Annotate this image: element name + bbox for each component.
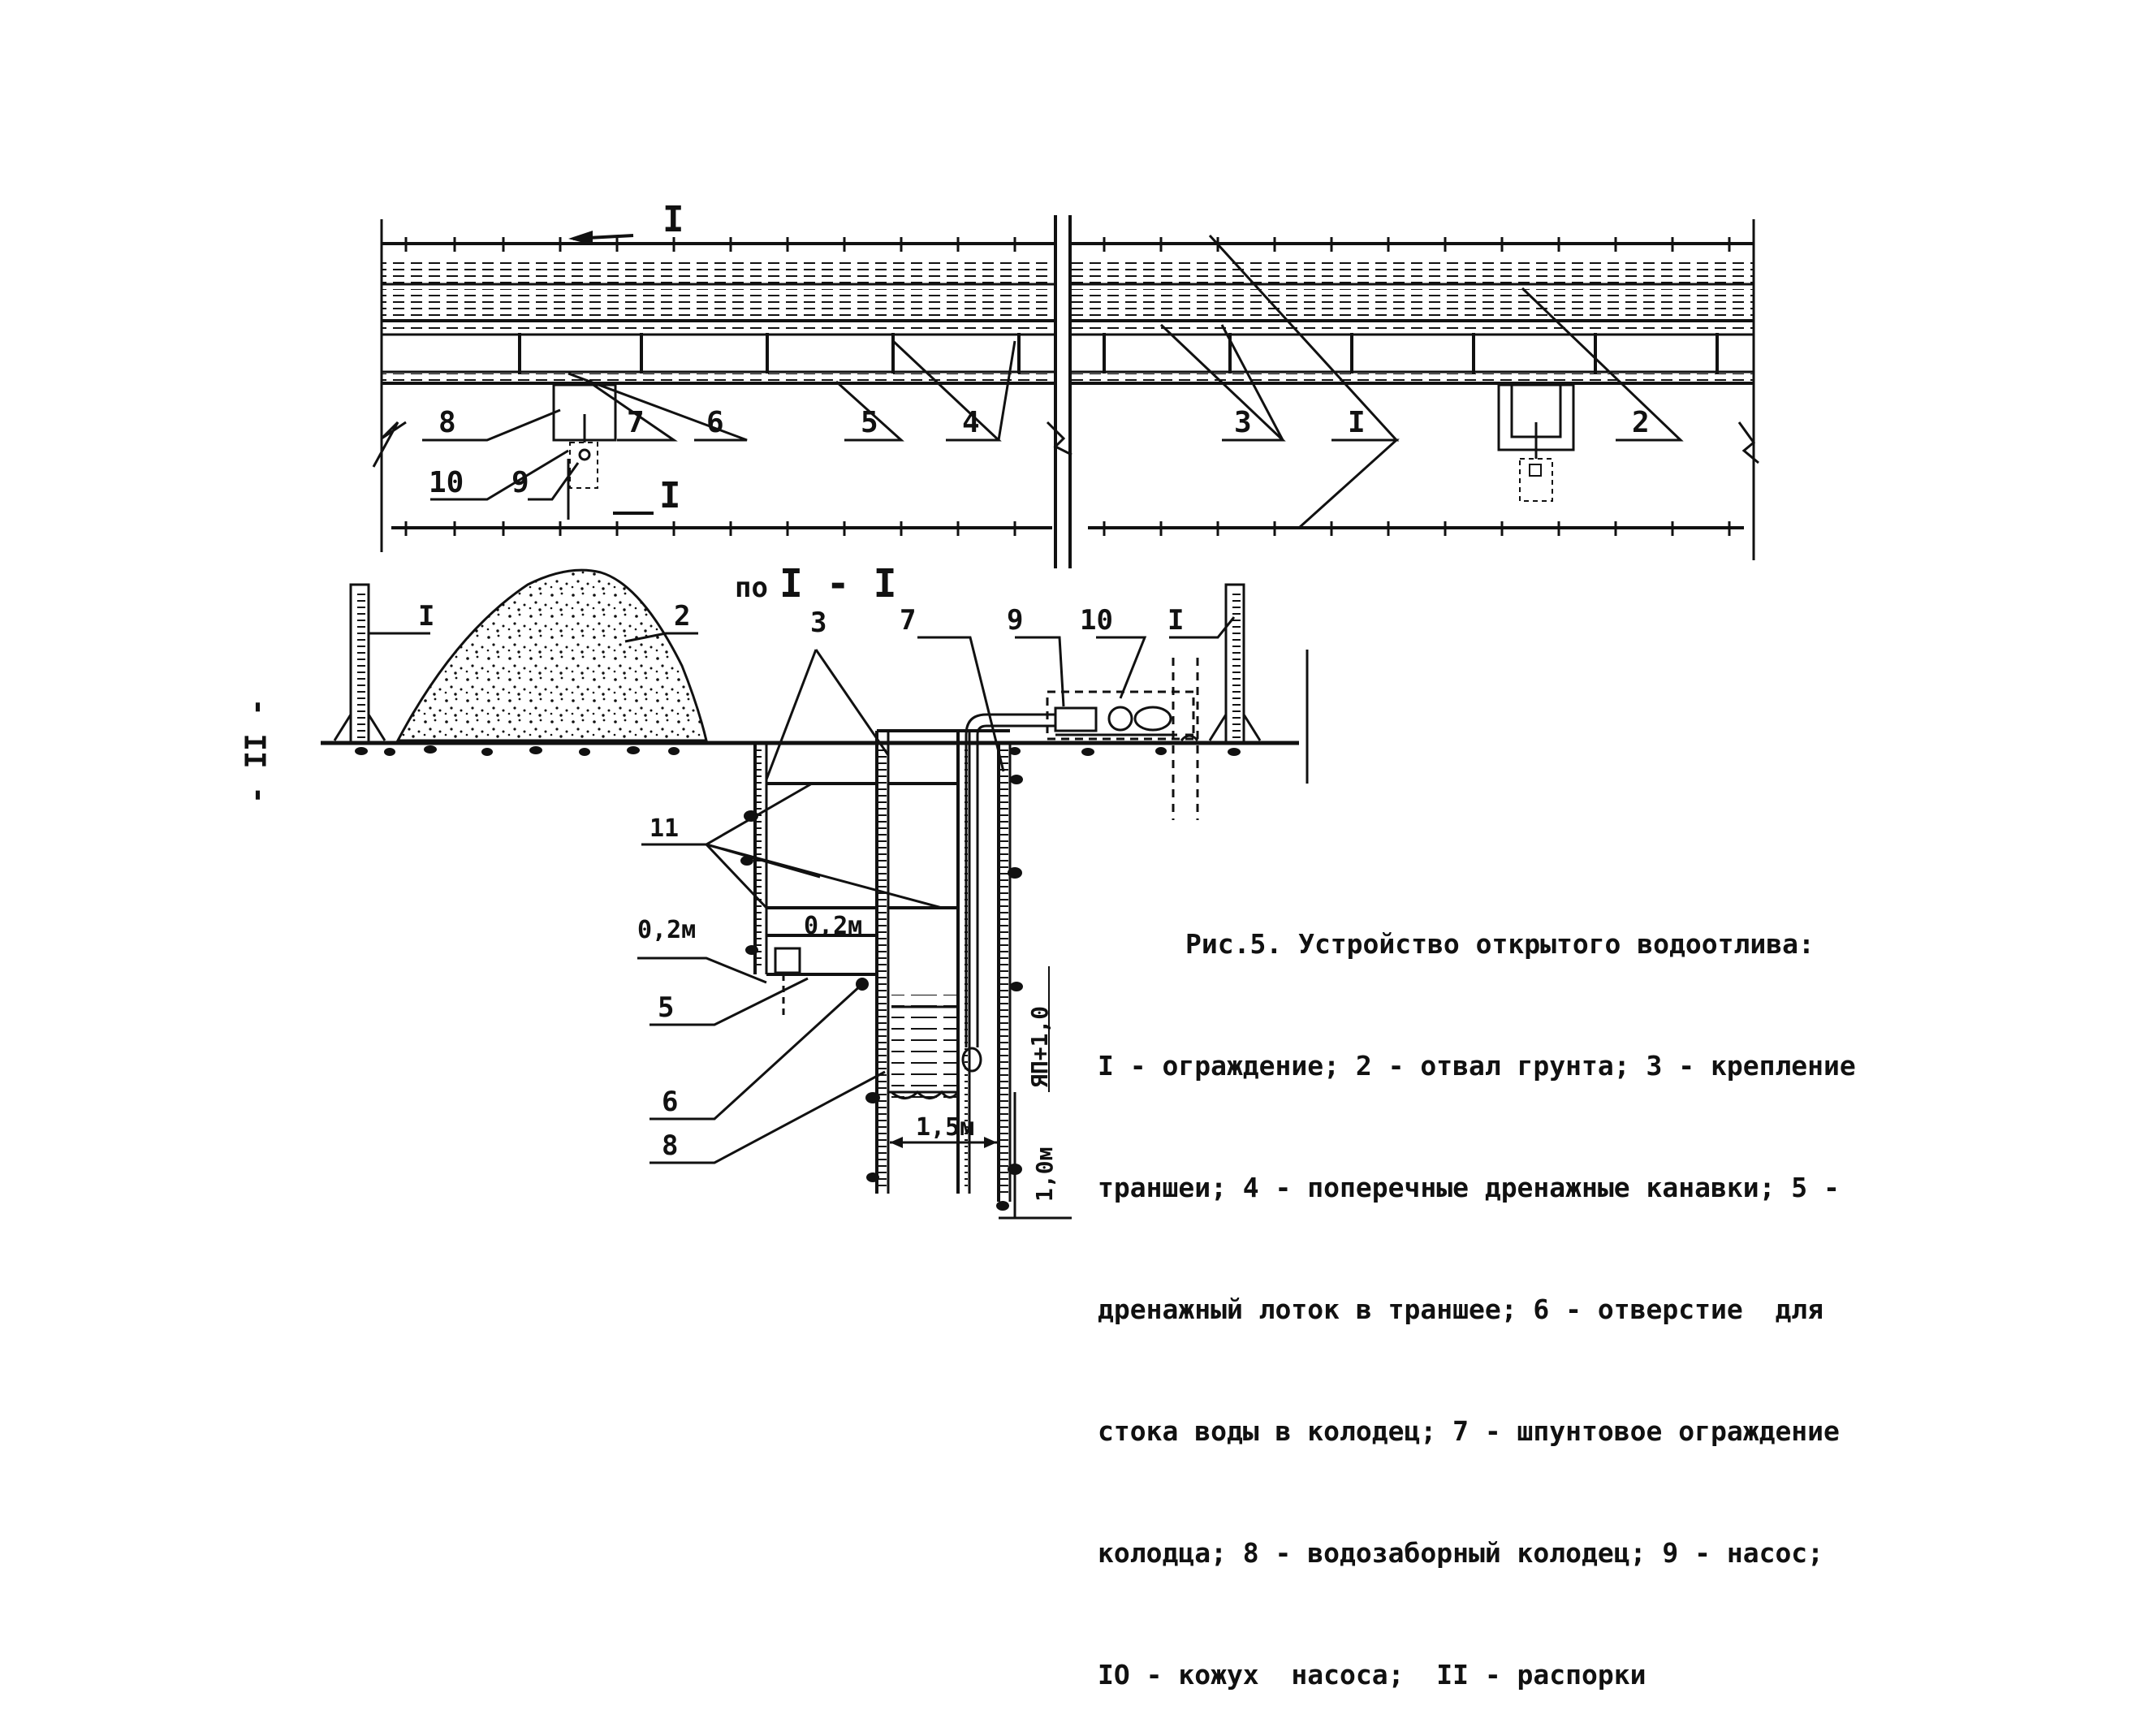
section-mark-bottom-label: I xyxy=(659,475,681,516)
page-number: - II - xyxy=(232,698,281,804)
section-title-prefix: по xyxy=(735,572,768,604)
plan-bottom-fence xyxy=(391,521,1744,536)
dimension-width: 1,5м xyxy=(890,1113,997,1148)
section-label-02-inner: 0,2м xyxy=(804,912,862,940)
section-label-fence-left: I xyxy=(418,600,434,633)
plan-shoring xyxy=(382,319,1754,385)
section-labels: I 2 3 7 9 10 I 11 0,2м 0,2м 5 6 8 xyxy=(418,600,1184,1162)
fence-post-right xyxy=(1208,583,1262,745)
plan-cross-ditches xyxy=(518,333,1719,374)
section-label-struts: 11 xyxy=(650,814,679,843)
plan-leaders xyxy=(422,234,1684,529)
dimension-bottom-label: 1,0м xyxy=(1031,1147,1058,1202)
plan-well-right xyxy=(1497,383,1575,502)
section-label-pump-cover: 10 xyxy=(1080,604,1113,637)
figure-caption: Рис.5. Устройство открытого водоотлива: … xyxy=(1098,843,1910,1736)
plan-spoil-band xyxy=(382,260,1754,317)
pump-cover xyxy=(1046,690,1195,741)
plan-label-5: 5 xyxy=(861,406,878,439)
section-mark-top: I xyxy=(568,199,684,245)
caption-line: дренажный лоток в траншее; 6 - отверстие… xyxy=(1098,1293,1824,1325)
plan-well-left xyxy=(552,383,617,489)
plan-label-1: I xyxy=(1348,406,1366,439)
excavation-dewatering-drawing: I I 8 7 6 5 4 xyxy=(321,199,1759,1220)
section-label-channel: 5 xyxy=(658,991,674,1024)
dimension-depth-label: ЯП+1,0 xyxy=(1026,1006,1053,1088)
section-label-fence-right: I xyxy=(1167,604,1184,637)
suction-pipe xyxy=(961,713,1055,1073)
section-label-opening: 6 xyxy=(662,1086,678,1118)
plan-top-fence xyxy=(382,237,1754,252)
section-title-mark: I - I xyxy=(779,561,897,607)
plan-label-3: 3 xyxy=(1234,406,1252,439)
plan-view: I I 8 7 6 5 4 xyxy=(372,199,1759,568)
section-title: по I - I xyxy=(735,561,897,607)
fence-post-left xyxy=(333,583,386,745)
plan-label-9: 9 xyxy=(511,466,529,499)
dimension-depth: ЯП+1,0 xyxy=(1026,966,1053,1092)
plan-label-10: 10 xyxy=(429,466,464,499)
discharge-pipe xyxy=(1172,658,1199,820)
section-label-pump: 9 xyxy=(1007,604,1023,637)
caption-title: Рис.5. Устройство открытого водоотлива: xyxy=(1185,928,1815,960)
dimension-width-label: 1,5м xyxy=(916,1113,974,1142)
plan-label-4: 4 xyxy=(962,406,980,439)
section-label-shoring: 3 xyxy=(810,607,826,639)
struts xyxy=(766,782,958,937)
section-label-02-left: 0,2м xyxy=(637,916,696,944)
soil-texture xyxy=(740,775,1023,1211)
caption-line: I - ограждение; 2 - отвал грунта; 3 - кр… xyxy=(1098,1050,1856,1082)
plan-labels: 8 7 6 5 4 10 9 3 I 2 xyxy=(429,406,1650,499)
drainage-channel xyxy=(766,947,877,1019)
section-mark-bottom: I xyxy=(567,459,681,520)
pump xyxy=(1054,706,1177,736)
spoil-heap xyxy=(395,568,708,742)
caption-line: колодца; 8 - водозаборный колодец; 9 - н… xyxy=(1098,1537,1824,1569)
section-label-sheet-pile: 7 xyxy=(900,604,916,637)
section-leaders xyxy=(369,616,1236,1164)
caption-line: стока воды в колодец; 7 - шпунтовое огра… xyxy=(1098,1415,1840,1447)
plan-label-6: 6 xyxy=(706,406,724,439)
page-number-text: - II - xyxy=(240,697,274,805)
ground-hatch xyxy=(355,745,1241,756)
section-label-spoil: 2 xyxy=(674,600,690,633)
caption-line: траншеи; 4 - поперечные дренажные канавк… xyxy=(1098,1172,1840,1203)
plan-label-7: 7 xyxy=(627,406,645,439)
plan-label-2: 2 xyxy=(1632,406,1650,439)
section-label-well: 8 xyxy=(662,1129,678,1162)
well-water xyxy=(888,995,960,1100)
section-view: по I - I xyxy=(321,561,1309,1220)
caption-line: IO - кожух насоса; II - распорки xyxy=(1098,1659,1646,1691)
dimension-bottom: 1,0м xyxy=(999,1092,1072,1220)
plan-label-8: 8 xyxy=(438,406,456,439)
section-mark-top-label: I xyxy=(662,199,684,240)
